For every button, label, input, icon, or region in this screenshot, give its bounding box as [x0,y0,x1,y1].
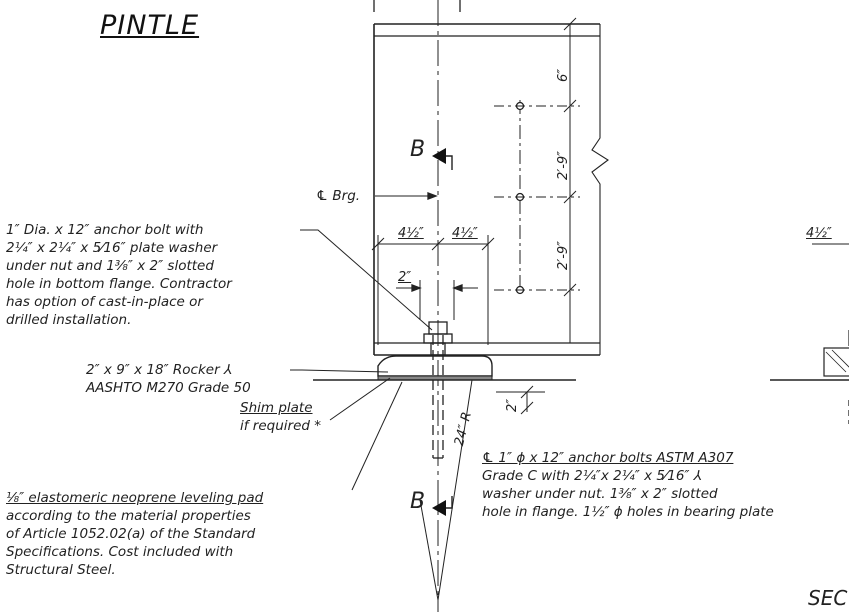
page-title: PINTLE [100,10,200,41]
note-line: ℄ 1″ ϕ x 12″ anchor bolts ASTM A307 [482,450,734,466]
note-line: drilled installation. [6,312,132,328]
dim-vertical-mid2: 2′-9″ [556,240,571,270]
section-mark-lower: B [410,489,426,514]
note-line: Grade C with 2¼″x 2¼″ x 5⁄16″ ⅄ [482,468,702,484]
note-line: if required * [240,418,321,434]
centerline-label: ℄ Brg. [316,188,361,204]
dim-vertical-top: 6″ [556,68,571,82]
dim-plate-depth: 2″ [505,398,520,412]
note-line: 1″ Dia. x 12″ anchor bolt with [6,222,204,238]
note-line: 2¼″ x 2¼″ x 5⁄16″ plate washer [6,240,218,256]
dim-half-width-left: 4½″ [398,226,424,241]
note-line: Shim plate [240,400,313,416]
dim-slot-width: 2″ [398,270,412,285]
dim-vertical-mid1: 2′-9″ [556,150,571,180]
note-line: AASHTO M270 Grade 50 [86,380,251,396]
note-line: ⅛″ elastomeric neoprene leveling pad [6,490,264,506]
note-line: Structural Steel. [6,562,116,578]
dim-right-partial: 4½″ [806,226,832,241]
dim-half-width-right: 4½″ [452,226,478,241]
note-line: washer under nut. 1⅜″ x 2″ slotted [482,486,718,502]
section-mark-upper: B [410,137,426,162]
note-line: has option of cast-in-place or [6,294,203,310]
note-line: according to the material properties [6,508,251,524]
section-title-partial: SEC [808,586,848,610]
note-line: hole in bottom flange. Contractor [6,276,232,292]
note-line: of Article 1052.02(a) of the Standard [6,526,256,542]
note-line: Specifications. Cost included with [6,544,234,560]
note-line: under nut and 1⅜″ x 2″ slotted [6,258,214,274]
note-line: 2″ x 9″ x 18″ Rocker ⅄ [86,362,233,378]
note-line: hole in flange. 1½″ ϕ holes in bearing p… [482,504,774,520]
